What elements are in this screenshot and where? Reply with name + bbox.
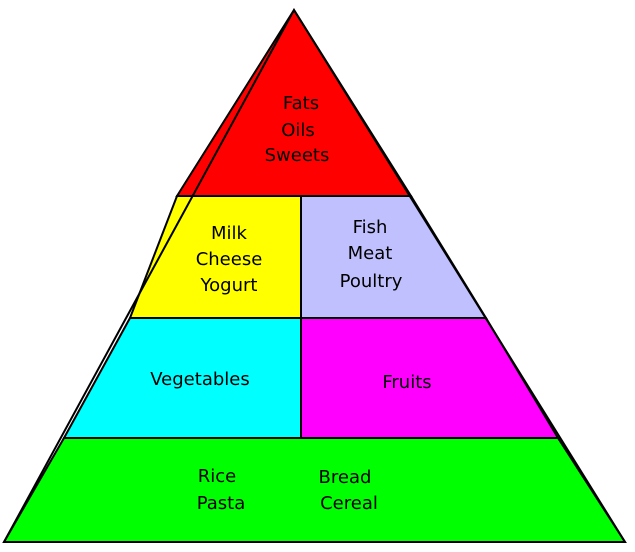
pyramid-outline	[2, 8, 627, 543]
sweets-label: Sweets	[265, 145, 330, 166]
milk-label: Milk	[211, 223, 248, 244]
cereal-label: Cereal	[320, 493, 378, 514]
oils-label: Oils	[281, 120, 315, 141]
cheese-label: Cheese	[196, 249, 263, 270]
bread-label: Bread	[319, 467, 372, 488]
pasta-label: Pasta	[197, 493, 246, 514]
yogurt-label: Yogurt	[200, 275, 258, 296]
grains-section	[2, 437, 627, 543]
protein-section	[300, 195, 488, 319]
poultry-label: Poultry	[340, 271, 403, 292]
fruits-label: Fruits	[382, 372, 431, 393]
vegetables-label: Vegetables	[150, 369, 249, 390]
rice-label: Rice	[198, 466, 236, 487]
fish-label: Fish	[353, 217, 388, 238]
meat-label: Meat	[348, 243, 393, 264]
fats-label: Fats	[283, 93, 319, 114]
